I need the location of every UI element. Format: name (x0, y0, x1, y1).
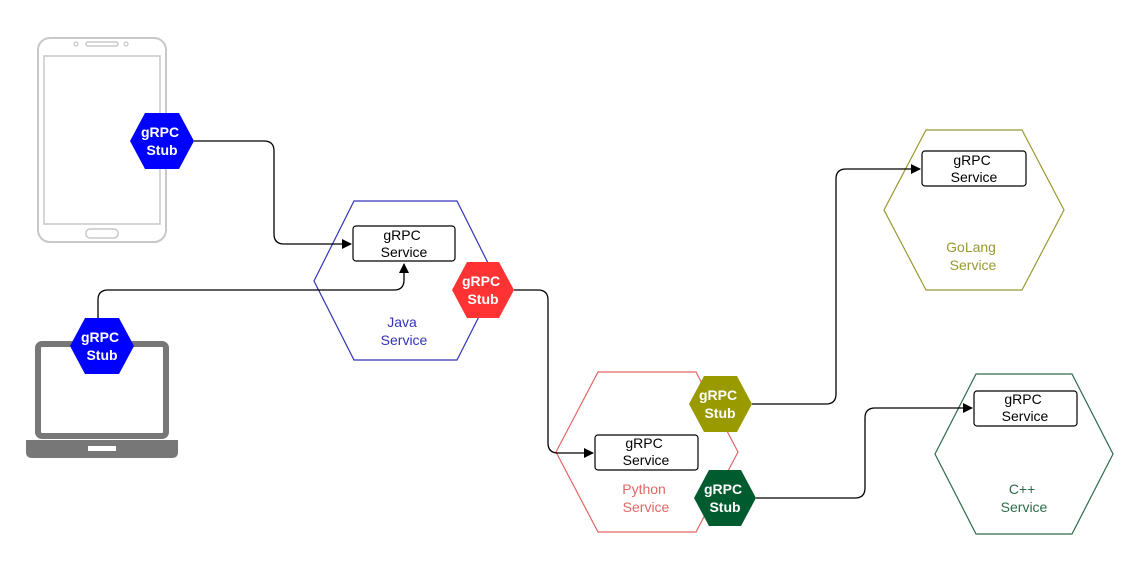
svg-text:gRPC Stub: gRPC Stub (462, 273, 504, 307)
connector-python-to-cpp (756, 403, 973, 499)
laptop-icon (26, 341, 178, 458)
svg-text:gRPC Service: gRPC Service (381, 227, 428, 260)
connector-phone-to-java (194, 140, 352, 249)
golang-grpc-service-box: gRPC Service (921, 150, 1027, 187)
connector-java-to-python (514, 289, 594, 458)
connector-python-to-golang (752, 164, 921, 405)
svg-text:gRPC Service: gRPC Service (1002, 391, 1049, 424)
svg-text:gRPC Service: gRPC Service (951, 152, 998, 185)
cpp-service-label: C++ Service (1001, 481, 1048, 515)
java-service-label: Java Service (381, 314, 428, 348)
java-grpc-stub: gRPC Stub (452, 262, 514, 318)
python-grpc-service-box: gRPC Service (594, 434, 699, 471)
python-grpc-stub-golang: gRPC Stub (689, 376, 752, 432)
golang-service-label: GoLang Service (946, 239, 1000, 273)
svg-text:gRPC Service: gRPC Service (623, 435, 670, 468)
svg-text:gRPC Stub: gRPC Stub (704, 481, 746, 515)
laptop-grpc-stub: gRPC Stub (70, 318, 134, 374)
phone-grpc-stub: gRPC Stub (130, 113, 194, 169)
python-grpc-stub-cpp: gRPC Stub (694, 470, 756, 526)
java-grpc-service-box: gRPC Service (352, 225, 456, 262)
svg-text:gRPC Stub: gRPC Stub (699, 387, 741, 421)
cpp-grpc-service-box: gRPC Service (973, 390, 1078, 427)
svg-text:gRPC Stub: gRPC Stub (141, 124, 183, 158)
connector-laptop-to-java (97, 263, 409, 318)
python-service-label: Python Service (622, 481, 669, 515)
svg-text:gRPC Stub: gRPC Stub (81, 329, 123, 363)
